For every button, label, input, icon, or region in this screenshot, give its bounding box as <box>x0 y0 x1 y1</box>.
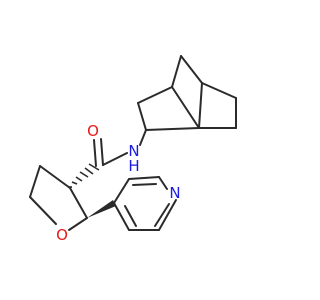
bond <box>113 178 130 204</box>
pyridine-nitrogen-label: N <box>169 184 180 202</box>
amide-nitrogen-label: N <box>128 142 139 160</box>
bond <box>29 165 41 198</box>
carbonyl-oxygen-label: O <box>87 122 99 140</box>
bond <box>68 217 88 231</box>
bond <box>198 82 203 129</box>
stereo-hash-bond <box>68 163 100 188</box>
bond <box>171 86 200 129</box>
bond <box>145 127 200 131</box>
bond <box>139 129 147 146</box>
norbornyl-group <box>137 55 237 131</box>
pyridine-ring <box>113 176 177 231</box>
bond <box>124 205 137 227</box>
bond <box>113 202 130 231</box>
bond <box>201 82 237 99</box>
molecule-structure: N H O O N <box>29 55 237 244</box>
molecule-canvas: N H O O N <box>29 55 237 244</box>
oxolane-ring <box>29 163 100 231</box>
bond <box>171 55 182 88</box>
ring-oxygen-label: O <box>56 226 68 244</box>
bond <box>100 138 104 166</box>
bond <box>158 199 177 231</box>
bond <box>158 176 168 190</box>
atom-labels: N H O O N <box>56 122 181 244</box>
bond <box>137 102 147 131</box>
bond <box>137 86 173 104</box>
bond <box>29 196 57 225</box>
stereo-wedge-bond <box>87 200 116 218</box>
bond <box>102 152 128 166</box>
amide-group <box>93 129 147 167</box>
bond <box>93 139 97 167</box>
bond <box>180 55 203 84</box>
bond <box>128 176 160 180</box>
bond <box>154 203 170 227</box>
amide-hydrogen-label: H <box>128 157 139 175</box>
bond <box>39 165 71 189</box>
bond <box>69 187 88 219</box>
bond <box>132 183 157 186</box>
